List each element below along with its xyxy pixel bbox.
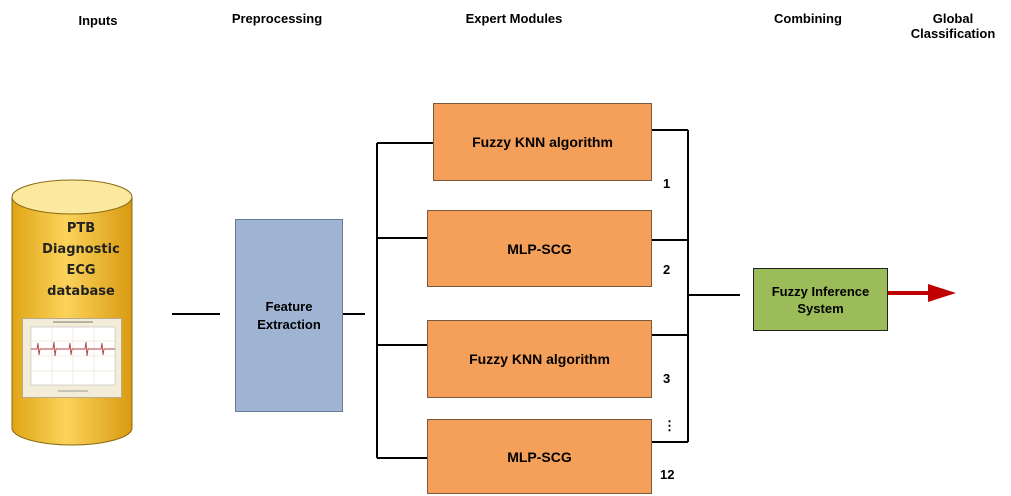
database-line2: Diagnostic: [42, 242, 120, 257]
expert-3-label: Fuzzy KNN algorithm: [469, 351, 610, 367]
database-label: PTB Diagnostic ECG database: [16, 218, 146, 302]
expert-module-2: MLP-SCG: [427, 210, 652, 287]
expert-2-label: MLP-SCG: [507, 240, 572, 257]
header-inputs: Inputs: [78, 13, 118, 28]
header-preprocessing: Preprocessing: [231, 11, 323, 26]
header-global-line1: Global: [932, 11, 974, 26]
header-global-line2: Classification: [910, 26, 996, 41]
feature-line1: Feature: [265, 298, 313, 314]
expert-index-1: 1: [663, 176, 671, 191]
header-expert-modules: Expert Modules: [465, 11, 563, 26]
expert-1-label: Fuzzy KNN algorithm: [472, 134, 613, 150]
expert-index-12: 12: [660, 467, 675, 482]
feature-line2: Extraction: [257, 316, 321, 332]
header-global-classification: Global Classification: [898, 11, 1008, 41]
expert-module-12: MLP-SCG: [427, 419, 652, 494]
database-line3: ECG: [66, 263, 96, 278]
feature-extraction-box: Feature Extraction: [235, 219, 343, 412]
ellipsis-dots: ⋮: [663, 418, 676, 433]
expert-index-2: 2: [663, 262, 671, 277]
expert-module-1: Fuzzy KNN algorithm: [433, 103, 652, 181]
output-arrow-icon: [888, 284, 956, 302]
database-line4: database: [47, 284, 115, 299]
header-combining: Combining: [774, 11, 842, 26]
expert-module-3: Fuzzy KNN algorithm: [427, 320, 652, 398]
fuzzy-inference-system-box: Fuzzy Inference System: [753, 268, 888, 331]
fis-line1: Fuzzy Inference: [771, 283, 870, 299]
database-line1: PTB: [66, 221, 96, 236]
ecg-signal-icon: [30, 321, 116, 392]
expert-12-label: MLP-SCG: [507, 448, 572, 465]
fis-line2: System: [797, 300, 844, 316]
ecg-thumbnail: [22, 318, 122, 398]
expert-index-3: 3: [663, 371, 671, 386]
